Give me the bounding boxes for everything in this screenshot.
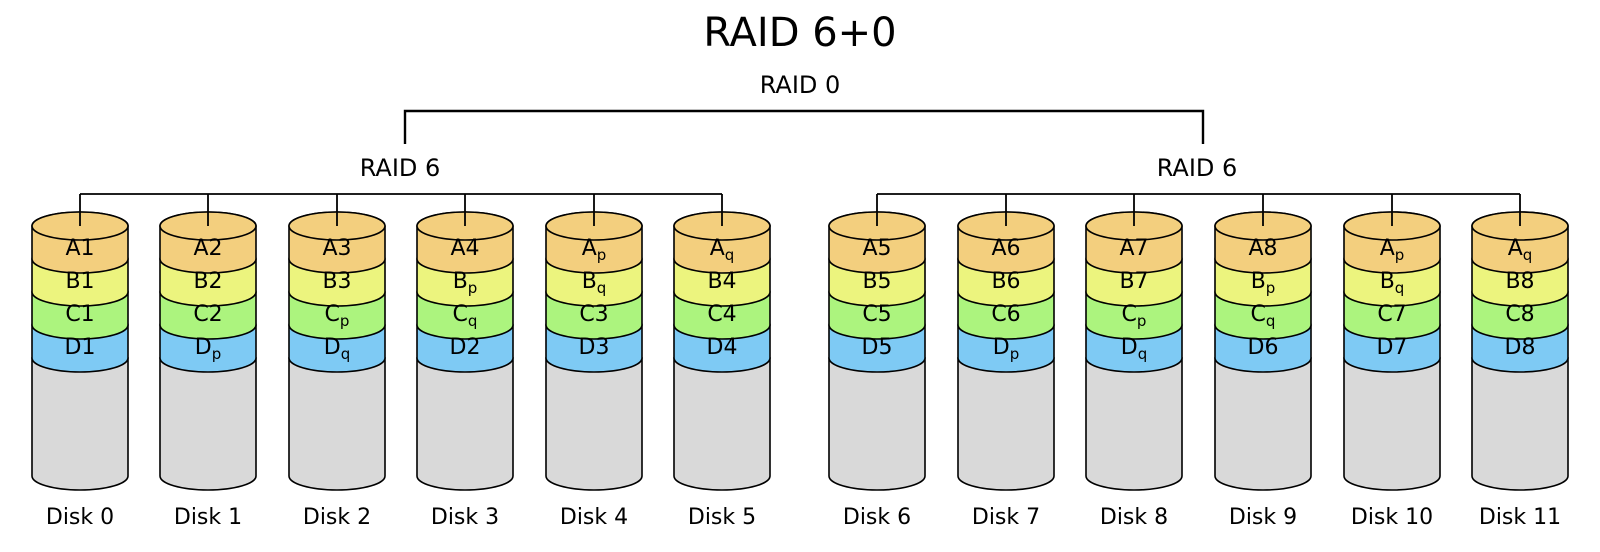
disk-body <box>957 357 1055 491</box>
block-label: Bq <box>582 269 607 297</box>
disk-label: Disk 5 <box>688 505 756 530</box>
disk-body <box>545 357 643 491</box>
block-label: Bp <box>1251 269 1276 297</box>
disk-label: Disk 0 <box>46 505 114 530</box>
disk-body <box>1471 357 1569 491</box>
block-label: B7 <box>1119 269 1148 294</box>
disk-body <box>1214 357 1312 491</box>
block-label: A7 <box>1119 236 1148 261</box>
disk-label: Disk 4 <box>560 505 628 530</box>
raid0-label: RAID 0 <box>760 71 841 99</box>
block-label: Bq <box>1380 269 1405 297</box>
block-label: Ap <box>582 236 607 264</box>
disk-body <box>159 357 257 491</box>
disk-label: Disk 7 <box>972 505 1040 530</box>
block-label: C8 <box>1505 302 1534 327</box>
block-label: C2 <box>193 302 222 327</box>
block-label: A5 <box>862 236 891 261</box>
disk-body <box>288 357 386 491</box>
disk-body <box>1343 357 1441 491</box>
block-label: B4 <box>707 269 736 294</box>
disk-label: Disk 11 <box>1479 505 1561 530</box>
block-label: Cp <box>1122 302 1147 330</box>
raid6-label: RAID 6 <box>1157 154 1238 182</box>
block-label: Ap <box>1380 236 1405 264</box>
block-label: B1 <box>65 269 94 294</box>
block-label: Dp <box>195 335 221 363</box>
block-label: D8 <box>1505 335 1536 360</box>
block-label: A8 <box>1248 236 1277 261</box>
block-label: C5 <box>862 302 891 327</box>
block-label: Dq <box>324 335 350 363</box>
block-label: Aq <box>710 236 735 264</box>
disk-body <box>1085 357 1183 491</box>
block-label: C6 <box>991 302 1020 327</box>
block-label: D5 <box>862 335 893 360</box>
block-label: C4 <box>707 302 736 327</box>
diagram-title: RAID 6+0 <box>703 10 896 56</box>
block-label: B3 <box>322 269 351 294</box>
disk-body <box>673 357 771 491</box>
disk-label: Disk 2 <box>303 505 371 530</box>
block-label: Dq <box>1121 335 1147 363</box>
disk-body <box>31 357 129 491</box>
block-label: Cq <box>453 302 478 330</box>
block-label: B2 <box>193 269 222 294</box>
block-label: Aq <box>1508 236 1533 264</box>
block-label: Bp <box>453 269 478 297</box>
block-label: D4 <box>707 335 738 360</box>
block-label: D7 <box>1377 335 1408 360</box>
block-label: D6 <box>1248 335 1279 360</box>
block-label: D2 <box>450 335 481 360</box>
disk-label: Disk 9 <box>1229 505 1297 530</box>
block-label: D3 <box>579 335 610 360</box>
raid0-connector <box>403 109 1205 144</box>
raid6-label: RAID 6 <box>360 154 441 182</box>
block-label: B5 <box>862 269 891 294</box>
block-label: Cq <box>1251 302 1276 330</box>
block-label: A6 <box>991 236 1020 261</box>
block-label: D1 <box>65 335 96 360</box>
disk-label: Disk 8 <box>1100 505 1168 530</box>
block-label: A2 <box>193 236 222 261</box>
disk-body <box>416 357 514 491</box>
block-label: Dp <box>993 335 1019 363</box>
disk-body <box>828 357 926 491</box>
block-label: A1 <box>65 236 94 261</box>
disk-label: Disk 1 <box>174 505 242 530</box>
block-label: A3 <box>322 236 351 261</box>
block-label: C1 <box>65 302 94 327</box>
block-label: A4 <box>450 236 479 261</box>
disk-label: Disk 6 <box>843 505 911 530</box>
block-label: Cp <box>325 302 350 330</box>
block-label: B6 <box>991 269 1020 294</box>
block-label: C3 <box>579 302 608 327</box>
block-label: B8 <box>1505 269 1534 294</box>
disk-label: Disk 10 <box>1351 505 1433 530</box>
block-label: C7 <box>1377 302 1406 327</box>
disk-label: Disk 3 <box>431 505 499 530</box>
